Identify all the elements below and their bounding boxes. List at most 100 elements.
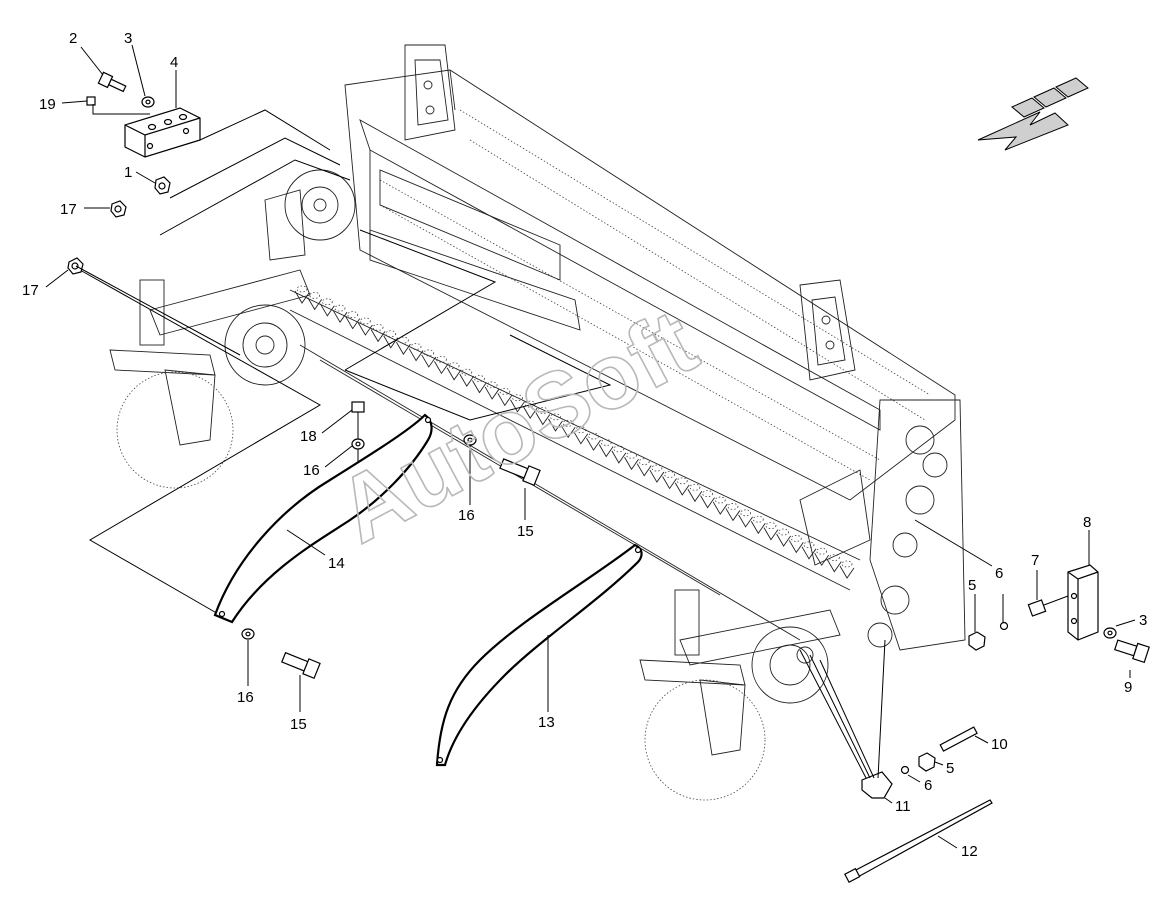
part-4-bracket-block bbox=[124, 107, 201, 158]
part-1-nut bbox=[154, 176, 171, 195]
rotor-hammer bbox=[586, 437, 601, 451]
rotor-hammer-head bbox=[790, 535, 802, 542]
rotor-hammer bbox=[687, 489, 703, 503]
rotor-hammer bbox=[750, 521, 766, 535]
rotor-hammer-head bbox=[410, 343, 422, 350]
rotor-hammer-head bbox=[613, 445, 625, 453]
part-11-elbow bbox=[799, 639, 893, 799]
rotor-hammer bbox=[408, 348, 424, 362]
rotor-hammer bbox=[307, 297, 323, 311]
callout-15: 15 bbox=[290, 716, 307, 733]
part-15-bolt-lower bbox=[281, 651, 321, 680]
callout-3: 3 bbox=[124, 30, 132, 47]
rotor-hammer-head bbox=[372, 323, 384, 331]
rotor-hammer bbox=[624, 457, 639, 471]
rotor-hammer bbox=[573, 431, 589, 445]
rotor-hammer bbox=[636, 463, 652, 477]
rotor-hammer bbox=[776, 533, 791, 547]
rotor-hammer bbox=[510, 399, 525, 413]
rotor-hammer bbox=[598, 444, 614, 458]
rotor-hammer-head bbox=[664, 471, 675, 478]
callout-7: 7 bbox=[1031, 552, 1039, 569]
rotor-hammer bbox=[383, 335, 399, 349]
rotor-hammer-head bbox=[499, 387, 511, 395]
part-8-block bbox=[1067, 564, 1099, 641]
rotor-hammer bbox=[763, 527, 779, 541]
part-3-washer-right bbox=[1103, 627, 1117, 639]
rotor-hammer bbox=[712, 501, 728, 515]
rotor-hammer-head bbox=[841, 560, 853, 568]
part-10-pin bbox=[939, 726, 978, 752]
rotor-hammer-head bbox=[461, 368, 473, 376]
rotor-hammer bbox=[700, 495, 715, 509]
callout-16: 16 bbox=[237, 689, 254, 706]
rotor-hammer bbox=[839, 565, 855, 579]
rotor-hammer-head bbox=[651, 464, 663, 472]
direction-arrow-icon bbox=[977, 77, 1089, 151]
rotor-hammer-head bbox=[575, 426, 587, 434]
rotor-hammer bbox=[332, 309, 348, 324]
rotor-hammer-head bbox=[385, 330, 397, 338]
rotor-hammer bbox=[522, 405, 538, 419]
rotor-hammer bbox=[725, 508, 741, 522]
rotor-hammer bbox=[484, 386, 500, 400]
rotor-hammer bbox=[319, 303, 335, 317]
rotor-hammer bbox=[472, 380, 487, 394]
callout-2: 2 bbox=[69, 30, 77, 47]
rotor-hammer-head bbox=[803, 541, 815, 549]
callout-14: 14 bbox=[328, 555, 345, 572]
rotor-hammer bbox=[421, 354, 437, 368]
part-16-washer-upper bbox=[351, 438, 365, 450]
callout-10: 10 bbox=[991, 736, 1008, 753]
rotor-hammer-head bbox=[702, 490, 713, 498]
callout-16: 16 bbox=[303, 462, 320, 479]
rotor-hammer bbox=[801, 546, 817, 560]
rotor-hammer-head bbox=[423, 349, 435, 357]
rotor-hammer-head bbox=[562, 419, 574, 427]
rotor-hammer bbox=[788, 540, 804, 554]
rotor-hammer-head bbox=[778, 528, 790, 536]
rotor-hammer-head bbox=[752, 515, 764, 523]
rotor-hammer-head bbox=[676, 477, 688, 485]
rotor-hammer-head bbox=[588, 432, 599, 440]
rotor-hammer-head bbox=[626, 451, 637, 459]
callout-12: 12 bbox=[961, 843, 978, 860]
rotor-hammer bbox=[611, 450, 627, 464]
rotor-hammer-head bbox=[309, 291, 321, 299]
rotor-hammer-head bbox=[436, 355, 447, 363]
rotor-hammer-head bbox=[486, 381, 498, 389]
rotor-hammer-head bbox=[600, 439, 612, 446]
callout-9: 9 bbox=[1124, 679, 1132, 696]
rotor-hammer bbox=[459, 373, 475, 387]
rotor-hammer-head bbox=[765, 522, 777, 530]
callout-1: 1 bbox=[124, 164, 132, 181]
callout-5: 5 bbox=[968, 577, 976, 594]
machine-frame bbox=[109, 44, 966, 801]
callout-17: 17 bbox=[22, 282, 39, 299]
callout-11: 11 bbox=[895, 798, 911, 815]
rotor-hammer bbox=[826, 559, 842, 573]
rotor-hammer-head bbox=[816, 547, 828, 555]
callout-15: 15 bbox=[517, 523, 534, 540]
rotor-hammer bbox=[396, 341, 411, 355]
rotor-hammer-head bbox=[296, 285, 308, 293]
rotor-hammer bbox=[345, 316, 361, 330]
rotor-hammer-head bbox=[689, 483, 701, 491]
rotor-hammer bbox=[548, 418, 563, 432]
rotor-hammer bbox=[674, 482, 690, 496]
part-17-nut-lower bbox=[67, 257, 84, 275]
rotor-hammer bbox=[434, 361, 449, 375]
rotor-hammer bbox=[649, 469, 665, 483]
callout-3: 3 bbox=[1139, 612, 1147, 629]
rotor-hammer-head bbox=[714, 496, 726, 504]
rotor-hammer-head bbox=[740, 509, 752, 517]
rotor-hammer-head bbox=[347, 311, 359, 318]
callout-6: 6 bbox=[995, 565, 1003, 582]
callout-4: 4 bbox=[170, 54, 178, 71]
part-13-guard bbox=[435, 543, 643, 767]
rotor-hammer-head bbox=[448, 362, 460, 370]
callout-labels: 2 3 4 19 1 17 17 18 16 16 15 14 16 15 13… bbox=[22, 30, 1147, 860]
rotor-hammer-head bbox=[321, 298, 333, 306]
rotor-hammer bbox=[662, 476, 677, 490]
